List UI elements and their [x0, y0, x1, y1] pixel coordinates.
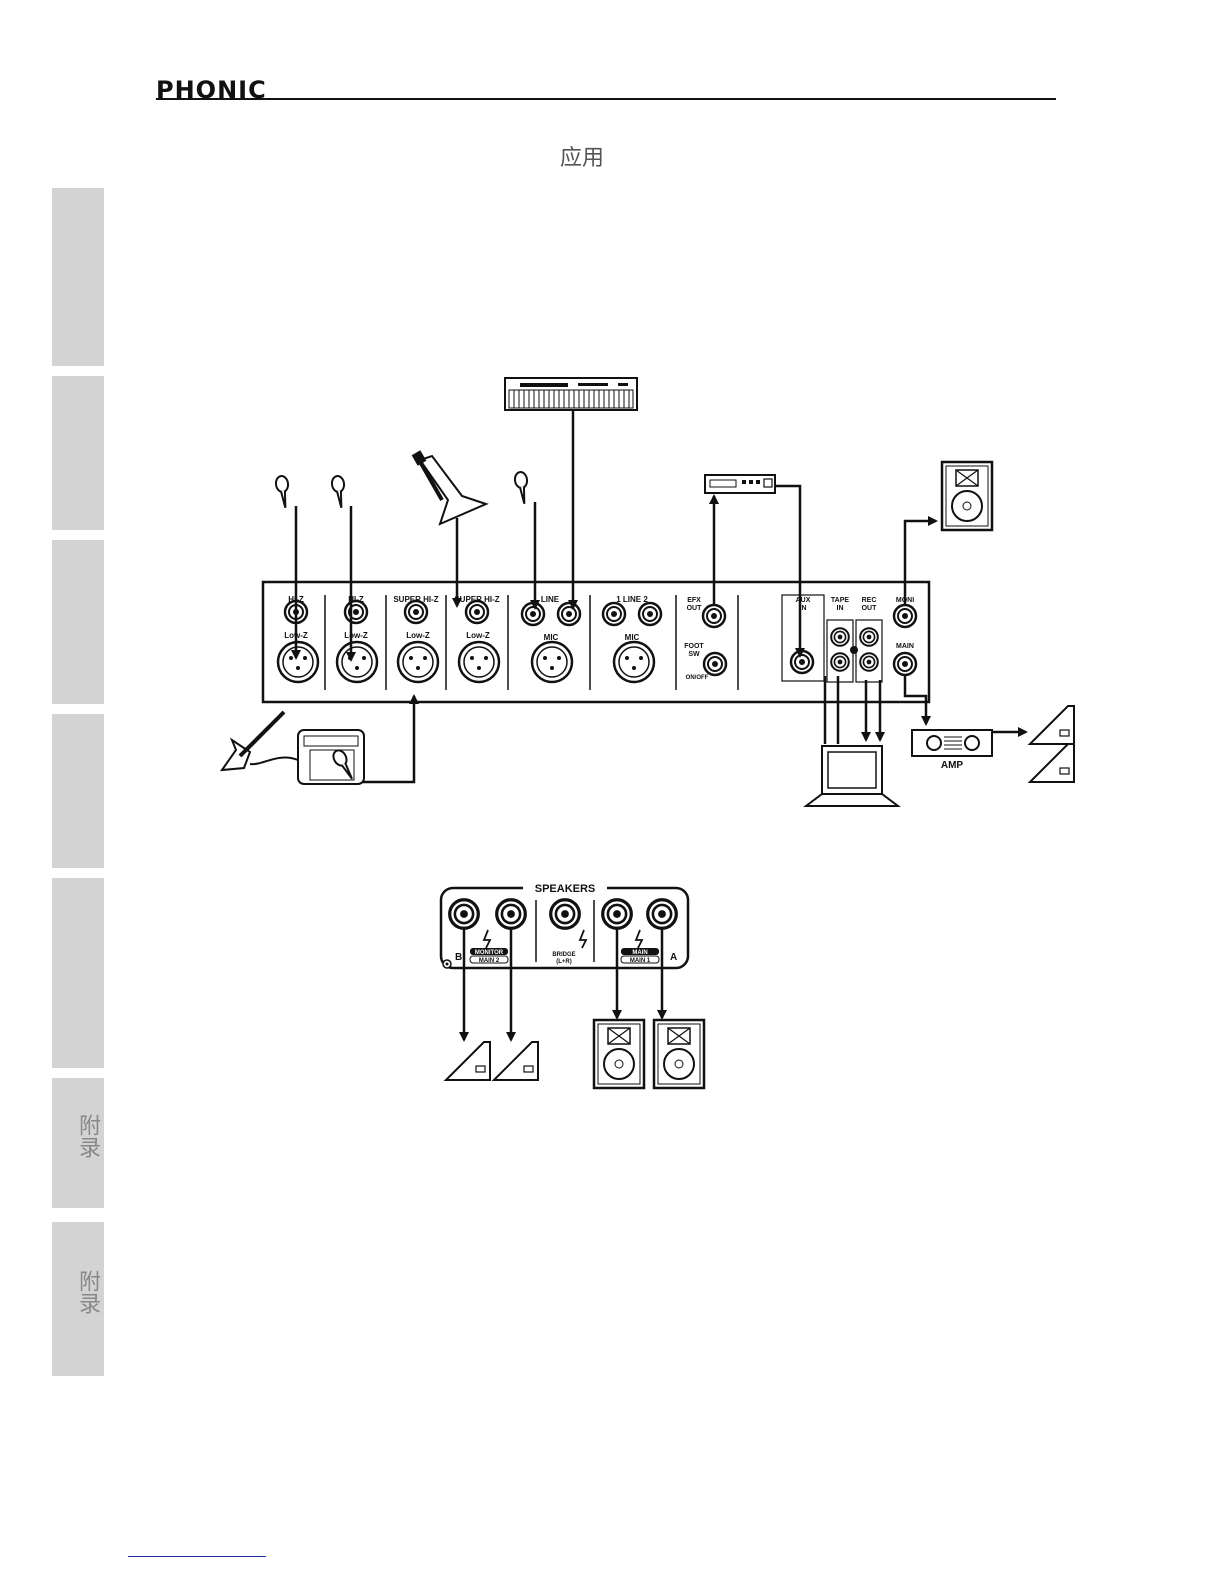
rec-out-l-rca [860, 628, 878, 646]
monitor-wedge-icon [1030, 706, 1074, 744]
low-z-label: Low-Z [466, 631, 490, 640]
guitar-icon [412, 450, 486, 524]
guitar-amp-icon [298, 730, 364, 784]
b-label: B [455, 952, 462, 963]
speaker-out-jack [648, 900, 677, 929]
speakers-title: SPEAKERS [535, 883, 596, 895]
tape-label: TAPE [831, 597, 849, 604]
foot-label: FOOT [684, 643, 704, 650]
rec-out-label: OUT [862, 605, 878, 612]
speaker-out-jack [497, 900, 526, 929]
mixer-rear-panel: HI-Z HI-Z SUPER HI-Z SUPER HI-Z LINE 1 L… [263, 582, 929, 702]
low-z-label: Low-Z [344, 631, 368, 640]
line-2-jack [639, 603, 661, 625]
mic-label: MIC [544, 633, 559, 642]
rec-label: REC [862, 597, 877, 604]
super-hi-z-jack [466, 601, 488, 623]
amp-label: AMP [941, 760, 964, 771]
xlr-input [532, 642, 572, 682]
monitor-wedge-icon [494, 1042, 538, 1080]
main-label: MAIN [896, 643, 914, 650]
speaker-icon [654, 1020, 704, 1088]
speaker-out-jack [450, 900, 479, 929]
main-badge-label: MAIN [632, 950, 647, 956]
microphone-icon [275, 475, 291, 508]
efx-out-jack [703, 605, 725, 627]
guitar-icon [222, 712, 298, 770]
a-label: A [670, 952, 677, 963]
speakers-panel: SPEAKERS MONITOR MAIN 2 BRIDGE (L+R) MAI… [441, 882, 688, 968]
xlr-input [614, 642, 654, 682]
laptop-icon [806, 746, 898, 806]
monitor-wedge-icon [446, 1042, 490, 1080]
main-1-label: MAIN 1 [630, 958, 651, 964]
foot-switch-jack [704, 653, 726, 675]
line-label: LINE [541, 595, 560, 604]
tape-in-l-rca [831, 628, 849, 646]
efx-out-label: OUT [687, 605, 703, 612]
keyboard-icon [505, 378, 637, 410]
amplifier-icon: AMP [912, 730, 992, 771]
moni-jack [894, 605, 916, 627]
on-off-label: ON/OFF [686, 675, 709, 681]
speaker-out-jack [551, 900, 580, 929]
xlr-input [278, 642, 318, 682]
bridge-sub-label: (L+R) [556, 959, 572, 965]
foot-sw-label: SW [688, 651, 700, 658]
main-2-label: MAIN 2 [479, 958, 500, 964]
line-jack [558, 603, 580, 625]
line-1-jack [603, 603, 625, 625]
super-hi-z-jack [405, 601, 427, 623]
speaker-out-jack [603, 900, 632, 929]
bridge-label: BRIDGE [552, 952, 575, 958]
mic-label: MIC [625, 633, 640, 642]
xlr-input [459, 642, 499, 682]
effects-processor-icon [705, 475, 775, 493]
line-1-2-label: 1 LINE 2 [616, 595, 648, 604]
microphone-icon [331, 475, 347, 508]
monitor-label: MONITOR [475, 950, 504, 956]
monitor-wedge-icon [1030, 744, 1074, 782]
aux-label: AUX [796, 597, 811, 604]
tape-in-r-rca [831, 653, 849, 671]
tape-in-label: IN [837, 605, 844, 612]
xlr-input [337, 642, 377, 682]
xlr-input [398, 642, 438, 682]
rec-out-r-rca [860, 653, 878, 671]
microphone-icon [514, 471, 530, 504]
efx-label: EFX [687, 597, 701, 604]
speaker-icon [594, 1020, 644, 1088]
line-jack [522, 603, 544, 625]
main-out-jack [894, 653, 916, 675]
low-z-label: Low-Z [406, 631, 430, 640]
aux-in-jack [791, 651, 813, 673]
hi-z-jack [345, 601, 367, 623]
speaker-icon [942, 462, 992, 530]
